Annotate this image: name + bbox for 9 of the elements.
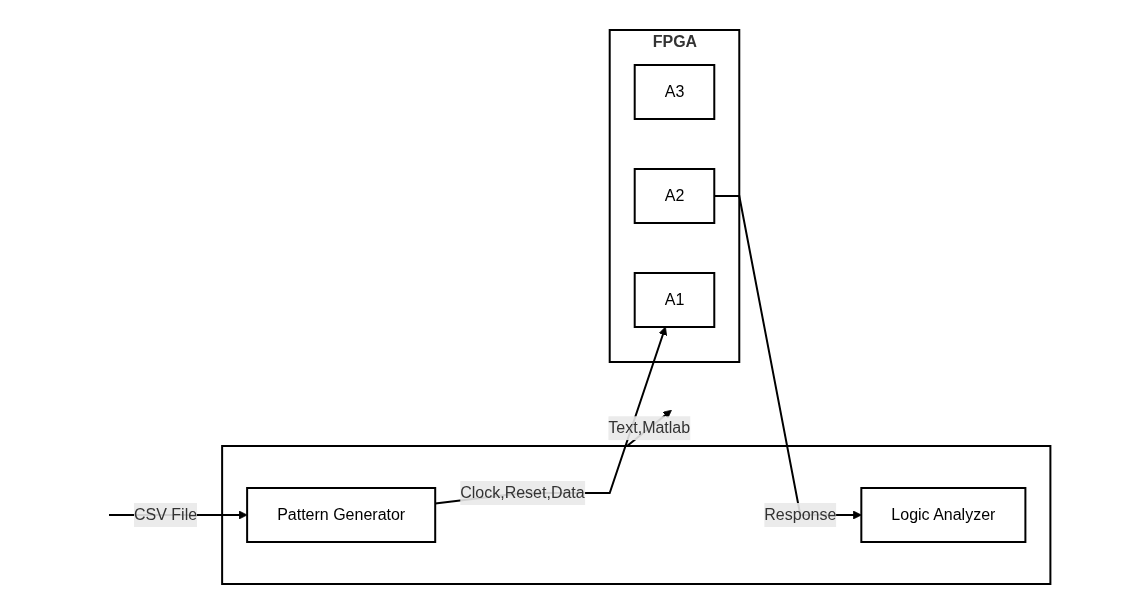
node-box: A2 xyxy=(634,168,716,224)
node-box: Pattern Generator xyxy=(246,487,437,543)
edge-label: CSV File xyxy=(134,506,198,523)
edge-label: Text,Matlab xyxy=(608,419,691,437)
edge-label: Clock,Reset,Data xyxy=(460,484,585,501)
node-box: A3 xyxy=(634,64,716,120)
node-box: Logic Analyzer xyxy=(860,487,1027,543)
edge-label: Response xyxy=(764,506,837,523)
node-box: A1 xyxy=(634,272,716,328)
